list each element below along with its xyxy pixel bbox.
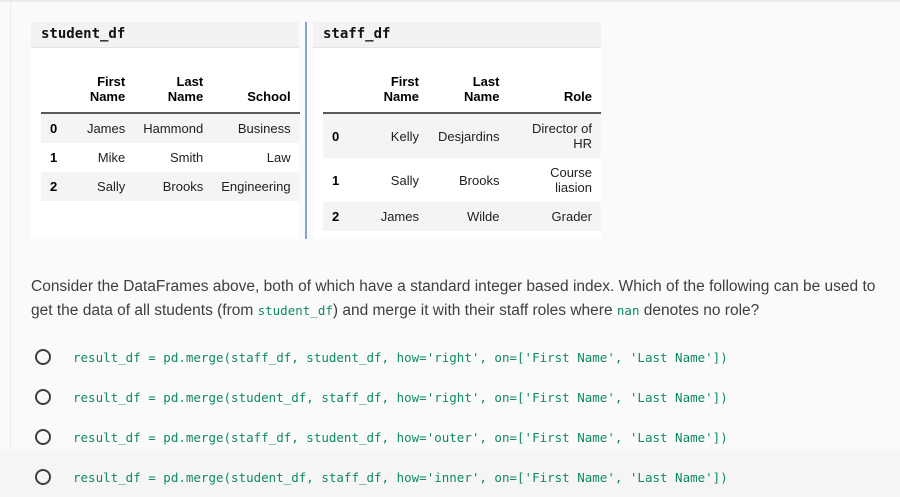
column-header: First Name: [66, 70, 135, 114]
radio-button[interactable]: [35, 389, 51, 405]
answer-option-3[interactable]: result_df = pd.merge(staff_df, student_d…: [31, 417, 900, 457]
quiz-page: student_df First Name Last Name School 0: [0, 0, 900, 485]
dataframe-output-row: student_df First Name Last Name School 0: [31, 22, 900, 239]
staff-df-cell-title: staff_df: [313, 22, 601, 48]
table-cell: Desjardins: [438, 128, 500, 144]
table-cell: James: [86, 121, 126, 136]
table-row: 1 Mike Smith Law: [41, 143, 300, 172]
row-index: 2: [50, 179, 58, 194]
table-cell: Mike: [97, 150, 126, 165]
staff-df-cell: staff_df First Name Last Name Role 0: [313, 22, 601, 239]
table-cell: Law: [266, 150, 291, 165]
student-df-cell-title: student_df: [31, 22, 299, 48]
table-header-row: First Name Last Name School: [41, 70, 300, 114]
table-cell: Grader: [551, 209, 592, 224]
row-index: 0: [50, 121, 58, 136]
quiz-content: student_df First Name Last Name School 0: [10, 2, 900, 485]
column-header: Last Name: [134, 70, 213, 114]
answer-option-4[interactable]: result_df = pd.merge(student_df, staff_d…: [31, 457, 900, 497]
question-text: Consider the DataFrames above, both of w…: [31, 275, 889, 323]
inline-code-student-df: student_df: [257, 303, 333, 318]
staff-df-table: First Name Last Name Role 0 Kelly Desjar…: [323, 70, 601, 231]
column-header: School: [212, 70, 300, 114]
option-code: result_df = pd.merge(staff_df, student_d…: [73, 349, 728, 365]
table-row: 0 Kelly Desjardins Director of HR: [323, 113, 601, 158]
table-cell: Kelly: [390, 128, 419, 144]
table-cell: Course liasion: [550, 165, 592, 195]
table-cell: Sally: [390, 172, 419, 188]
inline-code-nan: nan: [616, 303, 640, 318]
table-cell: James: [380, 209, 419, 224]
answer-option-2[interactable]: result_df = pd.merge(student_df, staff_d…: [31, 377, 900, 417]
index-column-header: [323, 70, 349, 114]
question-part: Consider the DataFrames above, both of w…: [31, 278, 876, 319]
column-header: Last Name: [427, 70, 509, 114]
row-index: 0: [332, 128, 340, 144]
table-header-row: First Name Last Name Role: [323, 70, 601, 114]
table-row: 2 James Wilde Grader: [323, 202, 601, 231]
table-row: 2 Sally Brooks Engineering: [41, 172, 300, 201]
question-part: ) and merge it with their staff roles wh…: [332, 302, 617, 319]
row-index: 1: [332, 172, 340, 188]
table-cell: Smith: [169, 150, 204, 165]
table-cell: Director of HR: [532, 121, 592, 151]
table-cell: Wilde: [466, 209, 500, 224]
index-column-header: [41, 70, 67, 114]
row-index: 2: [332, 209, 340, 224]
table-row: 1 Sally Brooks Course liasion: [323, 158, 601, 202]
student-df-cell: student_df First Name Last Name School 0: [31, 22, 300, 239]
table-cell: Sally: [97, 179, 126, 194]
radio-button[interactable]: [35, 429, 51, 445]
radio-button[interactable]: [35, 469, 51, 485]
table-cell: Engineering: [221, 179, 291, 194]
table-cell: Brooks: [162, 179, 204, 194]
question-part: denotes no role?: [639, 302, 760, 319]
student-df-table: First Name Last Name School 0 James Hamm…: [41, 70, 300, 201]
column-header: Role: [508, 70, 601, 114]
cell-divider: [305, 22, 307, 239]
option-code: result_df = pd.merge(student_df, staff_d…: [73, 469, 728, 485]
answer-options: result_df = pd.merge(staff_df, student_d…: [31, 337, 900, 497]
option-code: result_df = pd.merge(student_df, staff_d…: [73, 389, 728, 405]
table-row: 0 James Hammond Business: [41, 113, 300, 143]
answer-option-1[interactable]: result_df = pd.merge(staff_df, student_d…: [31, 337, 900, 377]
table-cell: Hammond: [143, 121, 204, 136]
column-header: First Name: [348, 70, 428, 114]
option-code: result_df = pd.merge(staff_df, student_d…: [73, 429, 728, 445]
radio-button[interactable]: [35, 349, 51, 365]
table-cell: Brooks: [458, 172, 500, 188]
row-index: 1: [50, 150, 58, 165]
table-cell: Business: [237, 121, 291, 136]
